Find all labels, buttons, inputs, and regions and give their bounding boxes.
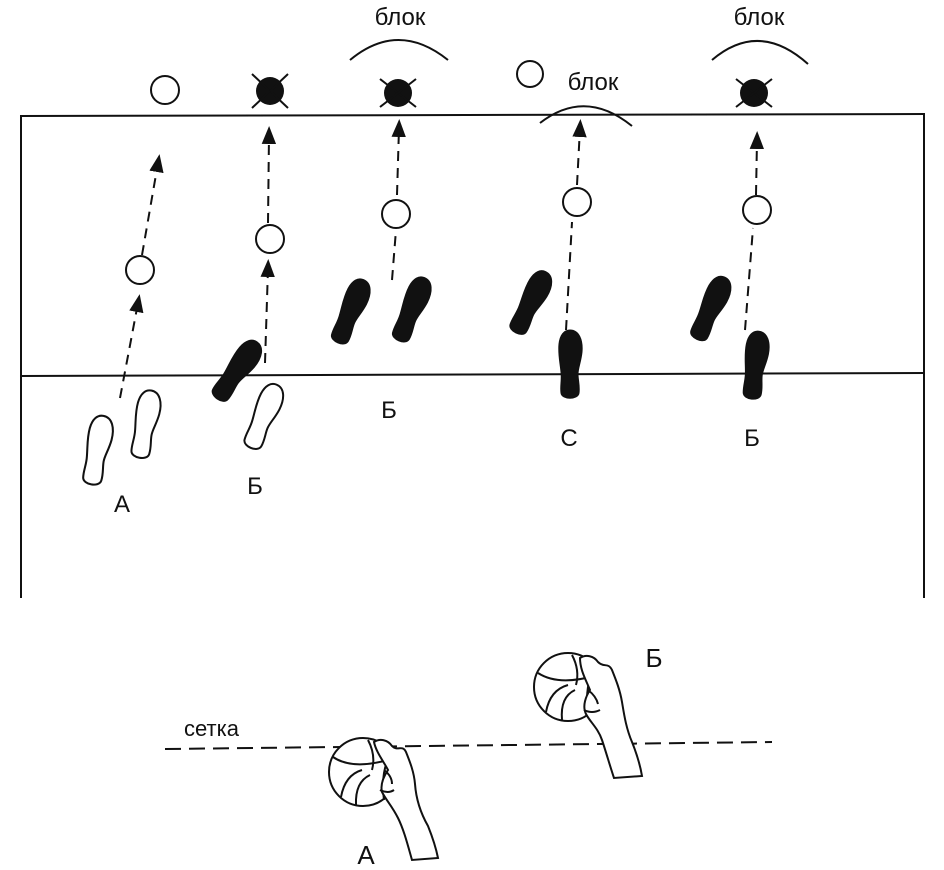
run-path-b3-lower: [744, 227, 754, 331]
label-variant-b3: Б: [744, 425, 760, 452]
ball-top-c: [516, 60, 544, 88]
label-net: сетка: [184, 716, 240, 741]
ball-with-hand-a: [328, 737, 440, 862]
ball-start-b3: [742, 195, 772, 225]
variant-b-third: блок Б: [686, 4, 809, 452]
run-path-b3-upper: [749, 131, 765, 196]
court: [19, 113, 926, 598]
label-block-2: блок: [568, 69, 619, 96]
footprint-b1-step: [239, 379, 289, 454]
variant-c: блок С: [505, 60, 633, 452]
hand-b: [578, 654, 644, 780]
footprint-c-right: [558, 329, 583, 399]
footprint-a-right: [127, 387, 165, 461]
variant-a: А: [78, 75, 180, 518]
footprint-b3-right: [739, 329, 772, 401]
ball-start-b2: [381, 199, 411, 229]
run-path-a-upper: [141, 154, 164, 256]
variant-b-first: Б: [207, 73, 289, 500]
run-path-c-lower: [565, 221, 573, 331]
net-line: [19, 113, 926, 117]
label-hand-a: А: [357, 840, 375, 870]
run-path-c-upper: [572, 119, 587, 186]
variant-b-second: блок Б: [326, 4, 449, 424]
ball-start-a: [125, 255, 155, 285]
footprint-c-left: [505, 266, 558, 339]
footprint-b2-right: [387, 272, 437, 346]
hand-positions: сетка А Б: [164, 643, 773, 870]
hand-a: [372, 738, 440, 862]
label-block-3: блок: [734, 4, 785, 31]
ball-start-b1: [255, 224, 285, 254]
label-block-1: блок: [375, 4, 426, 31]
ball-with-hand-b: [533, 652, 644, 780]
run-path-b1-lower: [260, 259, 275, 364]
net-dashed-line: [164, 741, 773, 750]
ball-start-c: [562, 187, 592, 217]
block-arc-c: [539, 105, 633, 127]
footprint-b2-left: [326, 274, 376, 348]
label-variant-b2: Б: [381, 397, 397, 424]
footprint-a-left: [78, 412, 117, 488]
block-arc-b3: [711, 39, 809, 65]
label-variant-b1: Б: [247, 473, 263, 500]
ball-top-a: [150, 75, 180, 105]
footprint-b3-left: [686, 272, 737, 345]
attack-line: [19, 372, 926, 377]
run-path-a-lower: [119, 294, 144, 399]
blocked-ball-b1: [251, 73, 289, 109]
run-path-b1-upper: [261, 126, 277, 224]
blocked-ball-b2: [379, 78, 417, 108]
footprint-b1-jump: [207, 334, 268, 407]
label-hand-b: Б: [645, 643, 662, 673]
label-variant-a: А: [114, 491, 130, 518]
run-path-b2-upper: [391, 119, 406, 196]
run-path-b2-lower: [391, 229, 397, 281]
blocked-ball-b3: [735, 78, 773, 108]
block-arc-b2: [349, 39, 449, 61]
label-variant-c: С: [560, 425, 577, 452]
